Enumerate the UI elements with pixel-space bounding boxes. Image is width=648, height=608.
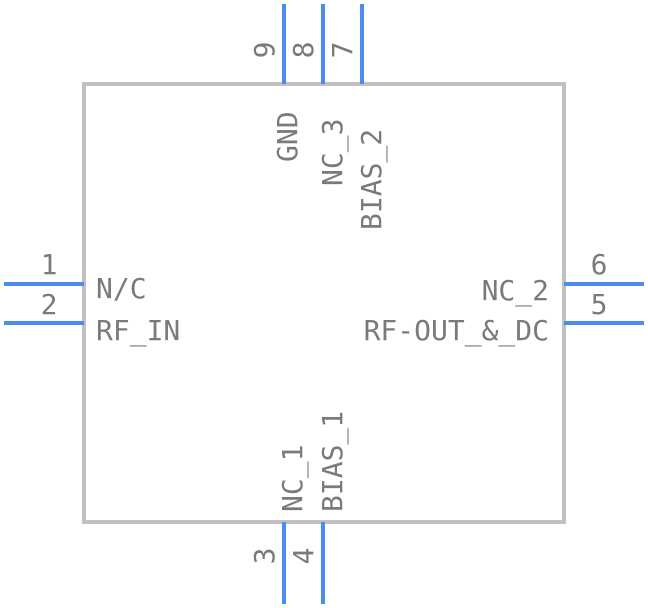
- pin-4-label: BIAS_1: [316, 411, 350, 512]
- pin-4-number: 4: [287, 548, 320, 565]
- pin-3-number: 3: [248, 548, 281, 565]
- pin-5-number: 5: [591, 288, 608, 321]
- pin-6-label: NC_2: [482, 274, 549, 308]
- pin-7-number: 7: [326, 42, 359, 59]
- pin-2-label: RF_IN: [96, 314, 180, 348]
- pin-9-number: 9: [248, 42, 281, 59]
- pin-8-label: NC_3: [316, 119, 350, 186]
- pin-2-number: 2: [41, 288, 58, 321]
- pin-3-label: NC_1: [276, 445, 310, 512]
- pin-6-number: 6: [591, 248, 608, 281]
- pin-1-label: N/C: [96, 272, 147, 305]
- pin-9-label: GND: [271, 111, 304, 162]
- pin-8-number: 8: [287, 42, 320, 59]
- pin-5-label: RF-OUT_&_DC: [364, 314, 549, 348]
- pin-7-label: BIAS_2: [355, 129, 389, 230]
- pin-1-number: 1: [41, 248, 58, 281]
